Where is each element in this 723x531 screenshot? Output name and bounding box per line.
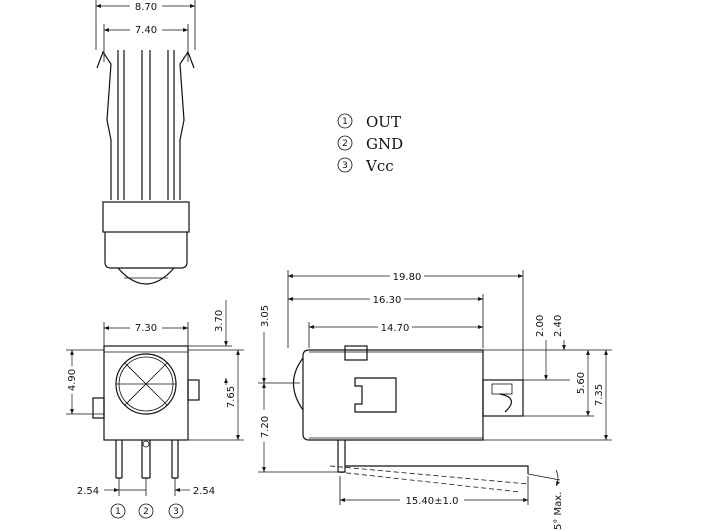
dim-front-lens: 4.90: [67, 369, 78, 391]
dim-angle: 5° Max.: [553, 492, 564, 530]
dim-side-h1: 5.60: [576, 372, 587, 394]
dim-side-lens: 3.05: [260, 305, 271, 327]
front-view: 7.30 3.70 7.65 4.90: [63, 300, 244, 519]
top-view: 8.70 7.40: [95, 0, 196, 285]
legend-item-vcc: 3 Vcc: [337, 157, 394, 175]
dim-side-gap-a: 2.00: [535, 315, 546, 337]
dim-top-pitch: 7.40: [135, 25, 157, 36]
legend-num-3: 3: [342, 161, 348, 171]
side-view: 19.80 16.30 14.70 2.00 2.40 5.60 7.35 3.…: [257, 270, 612, 530]
legend-num-2: 2: [342, 139, 348, 149]
dim-pin-right: 2.54: [193, 486, 215, 497]
legend-num-1: 1: [342, 117, 348, 127]
dim-lead-length: 15.40±1.0: [406, 496, 459, 507]
dim-front-depth: 3.70: [214, 310, 225, 332]
pin-legend: 1 OUT 2 GND 3 Vcc: [337, 113, 403, 175]
legend-label-vcc: Vcc: [365, 157, 394, 175]
pin-num-1: 1: [115, 507, 121, 517]
pin-num-2: 2: [143, 507, 149, 517]
dim-side-h2: 7.35: [594, 384, 605, 406]
dim-side-below: 7.20: [260, 416, 271, 438]
legend-item-out: 1 OUT: [337, 113, 401, 131]
dim-side-inner: 14.70: [381, 323, 410, 334]
dim-side-gap-b: 2.40: [553, 315, 564, 337]
pin-num-3: 3: [173, 507, 179, 517]
dim-front-width: 7.30: [135, 323, 157, 334]
dim-pin-left: 2.54: [77, 486, 99, 497]
dim-top-width: 8.70: [135, 2, 157, 13]
dim-front-height: 7.65: [226, 386, 237, 408]
legend-item-gnd: 2 GND: [337, 135, 403, 153]
legend-label-out: OUT: [366, 113, 401, 131]
legend-label-gnd: GND: [366, 135, 403, 153]
dim-side-total: 19.80: [393, 272, 422, 283]
dim-side-body: 16.30: [373, 295, 402, 306]
